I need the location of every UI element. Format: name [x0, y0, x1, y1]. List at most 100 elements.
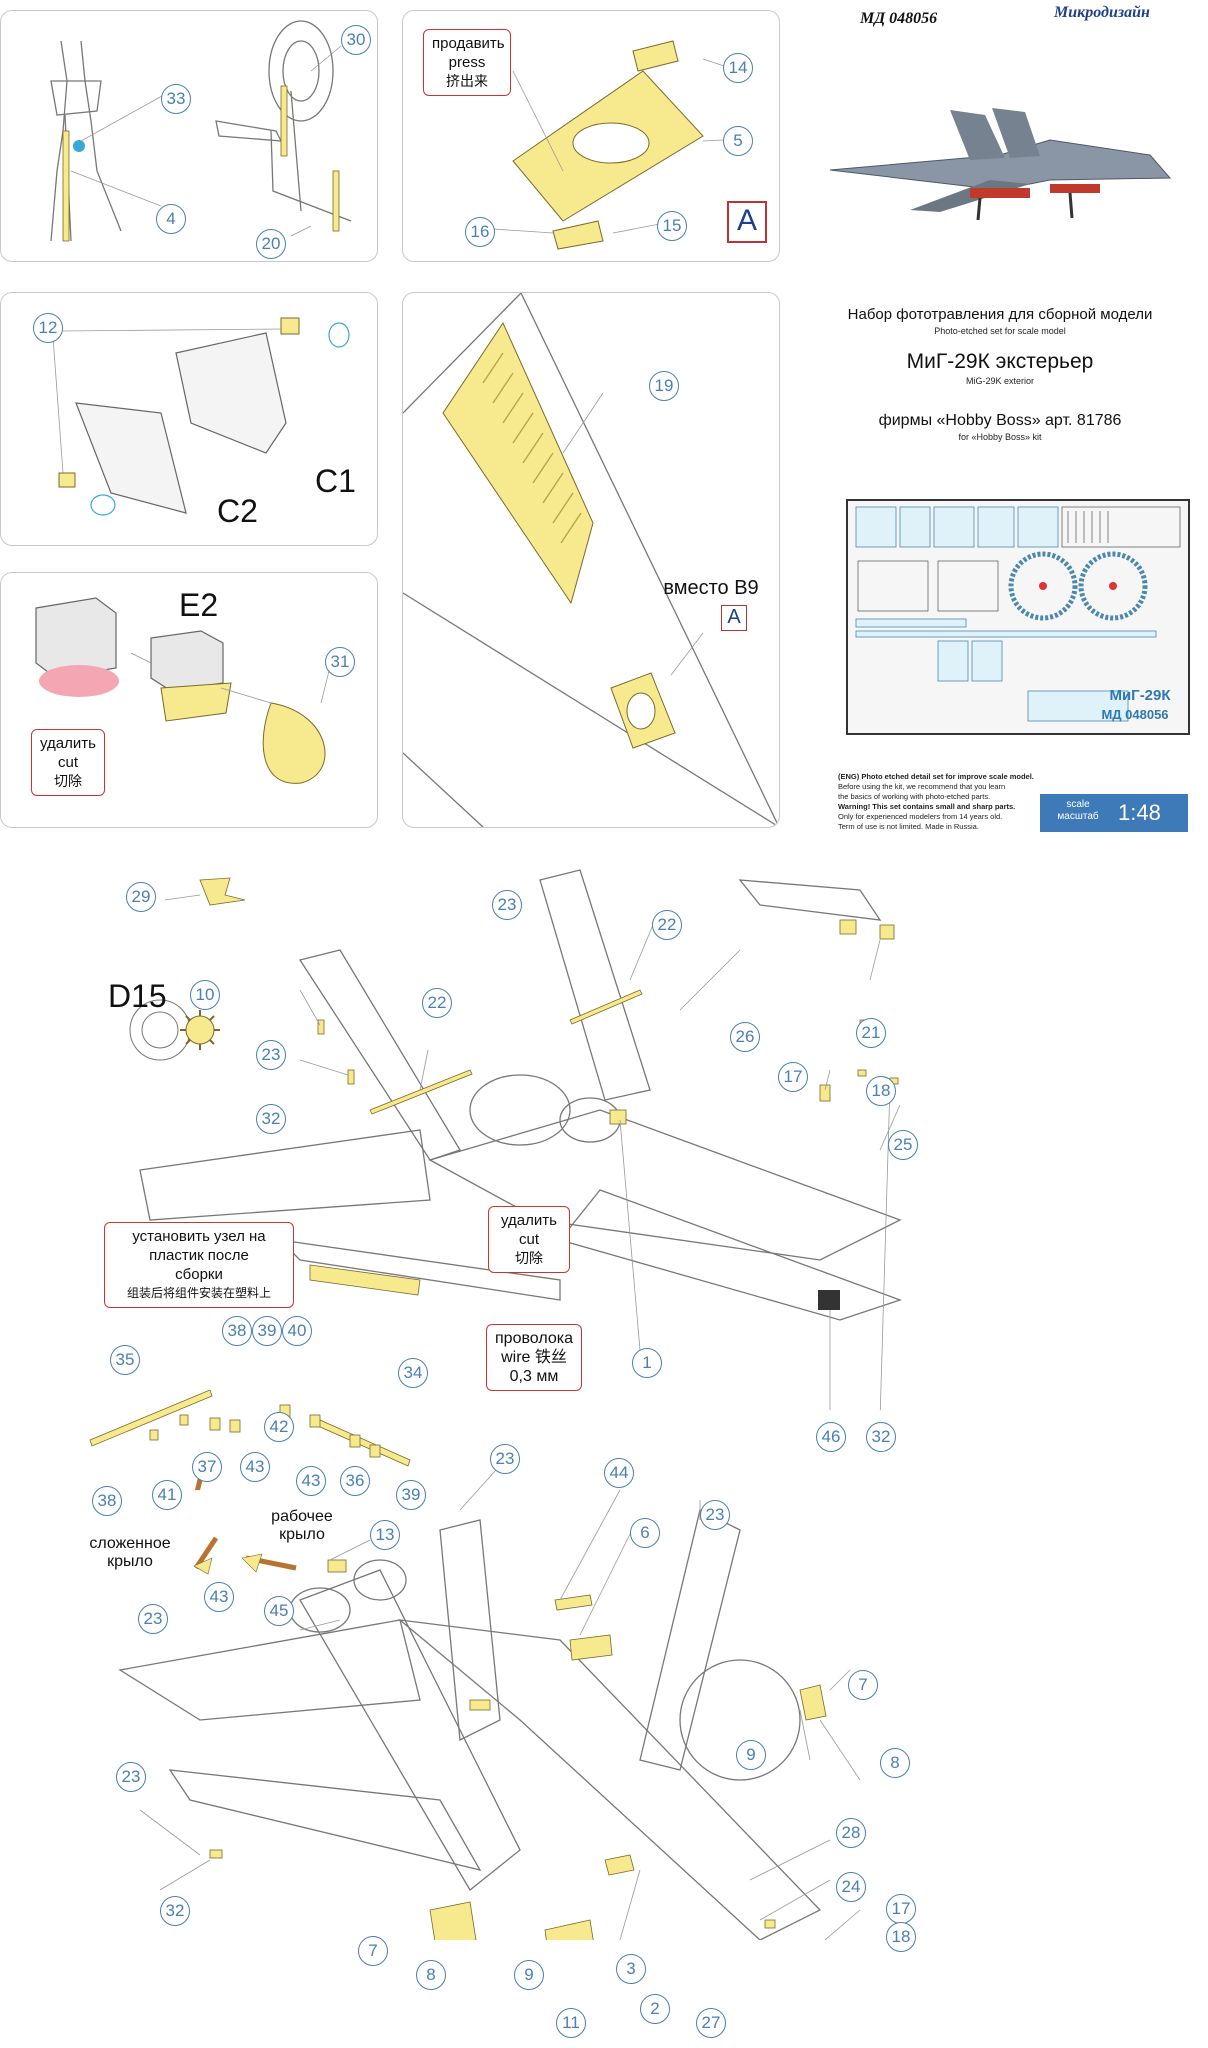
callout-36: 36	[340, 1466, 370, 1496]
callout-43: 43	[296, 1466, 326, 1496]
callout-9: 9	[736, 1740, 766, 1770]
cut-ru: удалить	[501, 1212, 557, 1229]
folded-wing-line: сложенное	[89, 1535, 171, 1552]
panel-e2: E2 удалить cut 切除 31	[0, 572, 378, 828]
label-d15: D15	[108, 978, 167, 1014]
note-line-cn: 组装后将组件安装在塑料上	[126, 1286, 271, 1300]
fret-drawing	[855, 506, 1181, 722]
callout-6: 6	[630, 1518, 660, 1548]
callout-23: 23	[492, 890, 522, 920]
set-title-en: Photo-etched set for scale model	[934, 326, 1066, 336]
e2-drawing	[35, 597, 332, 784]
wing-drawing	[403, 293, 779, 827]
callout-34: 34	[398, 1358, 428, 1388]
landing-gear-drawing	[50, 20, 352, 242]
callout-19: 19	[649, 371, 679, 401]
scale-label-ru: масштаб	[1057, 811, 1099, 822]
callout-7: 7	[358, 1936, 388, 1966]
callout-23: 23	[116, 1762, 146, 1792]
model-title-ru: МиГ-29К экстерьер	[906, 350, 1094, 373]
scale-badge: scale масштаб 1:48	[1040, 794, 1188, 832]
callout-44: 44	[604, 1458, 634, 1488]
callout-23: 23	[700, 1500, 730, 1530]
kit-ru: фирмы «Hobby Boss» арт. 81786	[878, 412, 1122, 429]
label-e2: E2	[179, 587, 219, 623]
callout-33: 33	[161, 84, 191, 114]
scale-label-en: scale	[1066, 799, 1090, 810]
cut-note-e2: удалить cut 切除	[31, 729, 105, 796]
label-c1: C1	[315, 463, 356, 499]
panel-intake: 12 C1 C2	[0, 292, 378, 546]
callout-27: 27	[696, 2008, 726, 2038]
aircraft-photo	[829, 108, 1172, 221]
callout-30: 30	[341, 25, 371, 55]
folded-wing-line: крыло	[107, 1553, 153, 1570]
callout-16: 16	[465, 217, 495, 247]
callout-38: 38	[92, 1486, 122, 1516]
callout-45: 45	[264, 1596, 294, 1626]
model-title-en: MiG-29K exterior	[965, 376, 1035, 386]
callout-20: 20	[256, 229, 286, 259]
disclaimer-line: Term of use is not limited. Made in Russ…	[838, 822, 979, 831]
callout-46: 46	[816, 1422, 846, 1452]
callout-32: 32	[256, 1104, 286, 1134]
fret-name: МиГ-29К	[1109, 687, 1171, 704]
press-note: продавить press 挤出来	[423, 29, 511, 96]
callout-26: 26	[730, 1022, 760, 1052]
note-wire: проволока wire 铁丝 0,3 мм	[486, 1324, 582, 1391]
note-line: пластик после	[149, 1247, 249, 1264]
callout-18: 18	[866, 1076, 896, 1106]
press-ru: продавить	[432, 35, 505, 52]
callout-40: 40	[282, 1316, 312, 1346]
callout-4: 4	[156, 204, 186, 234]
callout-7: 7	[848, 1670, 878, 1700]
callout-22: 22	[422, 988, 452, 1018]
callout-42: 42	[264, 1412, 294, 1442]
pe-fret-sheet: МиГ-29К МД 048056	[846, 499, 1190, 735]
wire-en: wire 铁丝	[501, 1349, 567, 1366]
lower-aircraft-drawing	[118, 1470, 861, 1940]
folded-wing-label: сложенное крыло	[80, 1535, 180, 1571]
brand-logo: Микродизайн	[1054, 4, 1150, 21]
part-number: МД 048056	[860, 10, 938, 27]
callout-32: 32	[160, 1896, 190, 1926]
callout-21: 21	[856, 1018, 886, 1048]
fret-code: МД 048056	[1101, 707, 1169, 722]
callout-8: 8	[416, 1960, 446, 1990]
callout-9: 9	[514, 1960, 544, 1990]
variant-mark-a-wing: A	[721, 605, 747, 631]
callout-38: 38	[222, 1316, 252, 1346]
callout-3: 3	[616, 1954, 646, 1984]
callout-11: 11	[556, 2008, 586, 2038]
callout-15: 15	[657, 211, 687, 241]
callout-39: 39	[252, 1316, 282, 1346]
working-wing-line: крыло	[279, 1526, 325, 1543]
panel-wing: 19 вместо B9 A	[402, 292, 780, 828]
intake-drawing	[52, 317, 350, 516]
note-line: установить узел на	[132, 1228, 266, 1245]
callout-41: 41	[152, 1480, 182, 1510]
callout-37: 37	[192, 1452, 222, 1482]
callout-14: 14	[723, 53, 753, 83]
callout-8: 8	[880, 1748, 910, 1778]
wing-hinge-drawing	[193, 1536, 297, 1575]
callout-17: 17	[886, 1894, 916, 1924]
disclaimer: (ENG) Photo etched detail set for improv…	[838, 772, 1068, 832]
cut-en: cut	[57, 754, 78, 771]
label-c2: C2	[217, 493, 258, 529]
cut-cn: 切除	[515, 1250, 543, 1266]
note-line: сборки	[175, 1266, 223, 1283]
cut-ru: удалить	[40, 735, 96, 752]
callout-23: 23	[490, 1444, 520, 1474]
wire-ru: проволока	[495, 1330, 573, 1347]
callout-39: 39	[396, 1480, 426, 1510]
callout-25: 25	[888, 1130, 918, 1160]
press-en: press	[448, 54, 486, 71]
disclaimer-line: (ENG) Photo etched detail set for improv…	[838, 772, 1034, 781]
callout-28: 28	[836, 1818, 866, 1848]
variant-mark-a: A	[727, 201, 767, 243]
callout-43: 43	[240, 1452, 270, 1482]
press-cn: 挤出来	[446, 73, 488, 89]
disclaimer-line: Only for experienced modelers from 14 ye…	[838, 812, 1003, 821]
callout-35: 35	[110, 1345, 140, 1375]
